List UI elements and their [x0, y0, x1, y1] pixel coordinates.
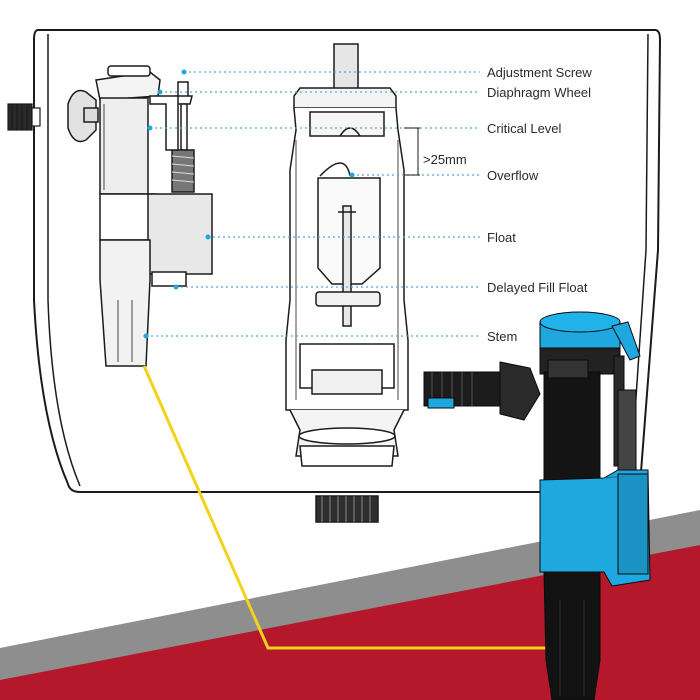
- dimension-bracket: [404, 127, 420, 176]
- red-band: [0, 545, 700, 700]
- inlet-connector: [7, 103, 41, 131]
- fill-valve-drawing: [67, 65, 213, 367]
- cistern-inner-line: [47, 34, 81, 487]
- product-fill-valve: [423, 311, 651, 700]
- label-dimension: >25mm: [423, 152, 467, 167]
- label-diaphragm-wheel: Diaphragm Wheel: [487, 85, 592, 100]
- label-delayed-fill-float: Delayed Fill Float: [487, 280, 588, 295]
- label-float: Float: [487, 230, 516, 245]
- label-critical-level: Critical Level: [487, 121, 562, 136]
- leader-dots: [143, 69, 355, 339]
- flush-valve-drawing: [285, 43, 409, 523]
- label-adjustment-screw: Adjustment Screw: [487, 65, 592, 80]
- label-overflow: Overflow: [487, 168, 539, 183]
- leader-lines: [146, 71, 480, 337]
- label-stem: Stem: [487, 329, 518, 344]
- pointer-line: [142, 365, 548, 650]
